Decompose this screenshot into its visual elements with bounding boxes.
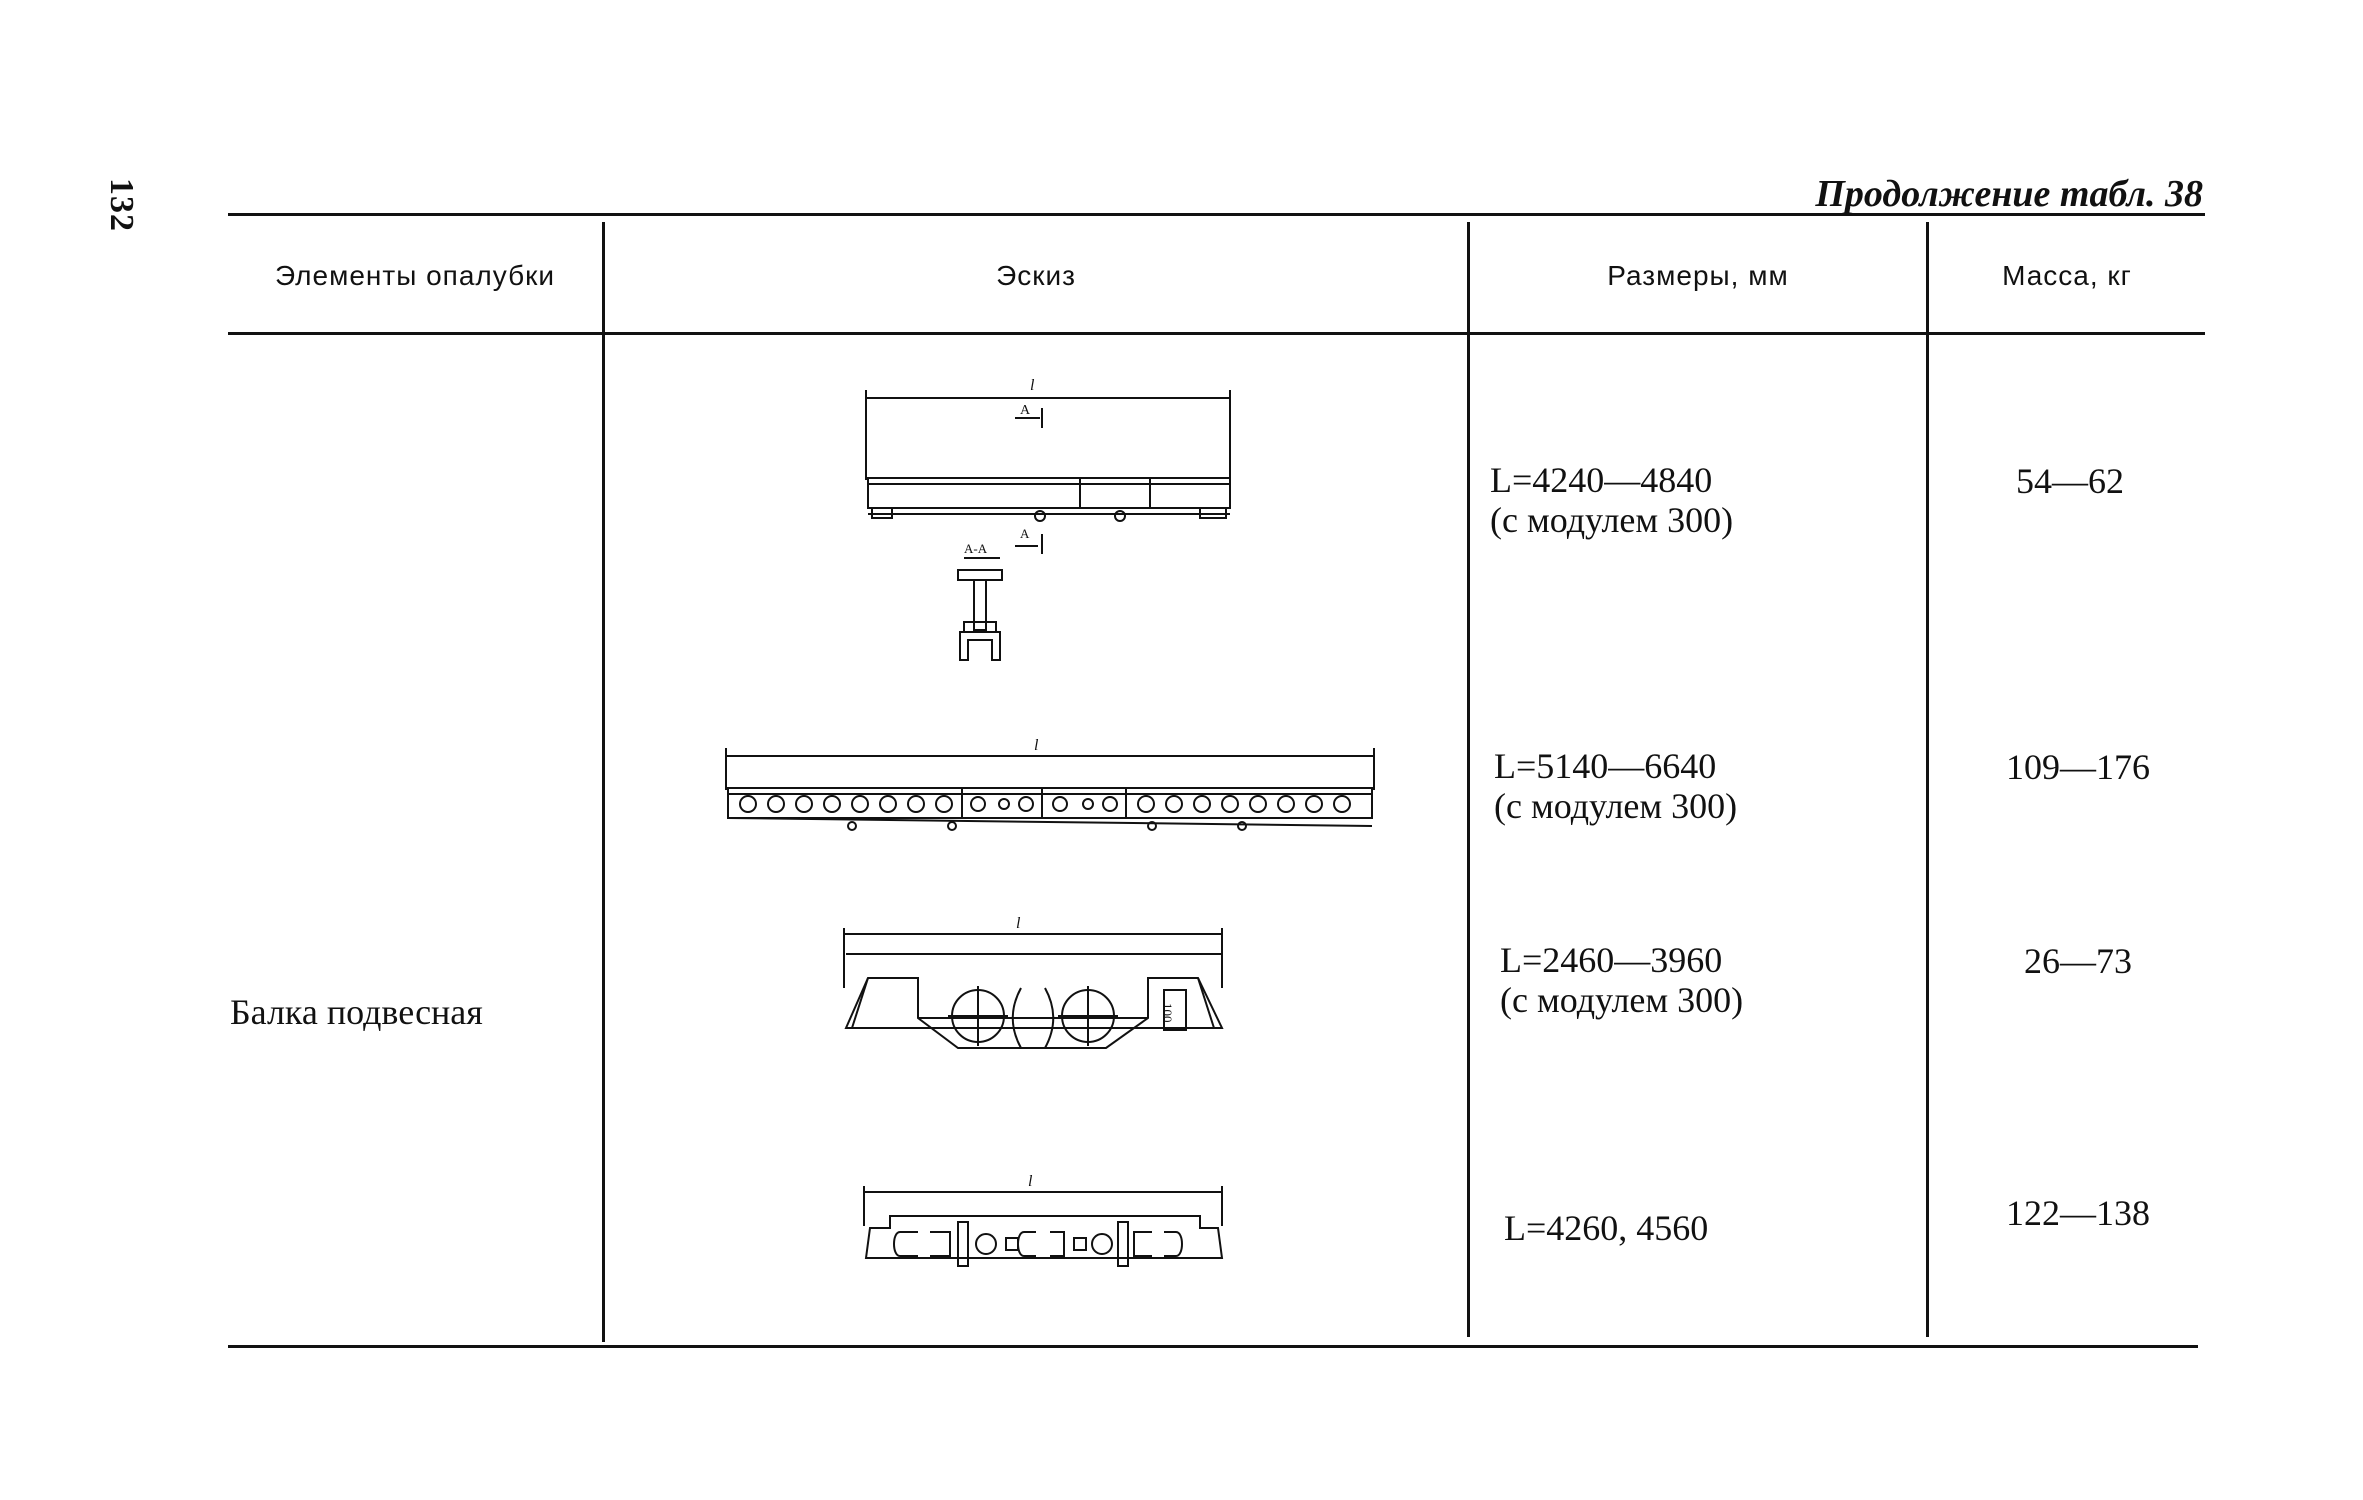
- sketch-beam-1: l A A-A A: [865, 377, 1231, 661]
- row1-size-line1: L=4240—4840: [1490, 460, 1713, 500]
- table-top-rule: [228, 213, 2205, 216]
- col-divider-3: [1926, 222, 1929, 1337]
- row2-size-line1: L=5140—6640: [1494, 746, 1717, 786]
- column-header-sketch: Эскиз: [996, 260, 1076, 291]
- row3-size-line1: L=2460—3960: [1500, 940, 1723, 980]
- row4-mass: 122—138: [2006, 1193, 2150, 1233]
- sketch-beam-3: l 100: [843, 915, 1224, 1049]
- sketch1-label-a-bottom: A: [1020, 526, 1030, 541]
- row2-mass: 109—176: [2006, 747, 2150, 787]
- row1-mass: 54—62: [2016, 461, 2124, 501]
- column-header-elements: Элементы опалубки: [274, 260, 555, 291]
- col-divider-1: [602, 222, 605, 1342]
- column-header-mass: Масса, кг: [2002, 260, 2132, 291]
- sketch2-label-l: l: [1034, 737, 1039, 754]
- sketch1-label-section: A-A: [964, 541, 988, 556]
- header-bottom-rule: [228, 332, 2205, 335]
- element-name: Балка подвесная: [230, 992, 483, 1032]
- sketch4-label-l: l: [1028, 1173, 1033, 1190]
- row3-size: L=2460—3960 (с модулем 300): [1500, 940, 1743, 1020]
- sketch-beam-2: l: [725, 737, 1375, 831]
- row4-size-line1: L=4260, 4560: [1504, 1208, 1709, 1248]
- row2-size-line2: (с модулем 300): [1494, 786, 1738, 826]
- row1-size-line2: (с модулем 300): [1490, 500, 1734, 540]
- table-caption: Продолжение табл. 38: [1815, 173, 2203, 215]
- table-bottom-rule: [228, 1345, 2198, 1348]
- row4-size: L=4260, 4560: [1504, 1208, 1708, 1248]
- sketch-beam-4: l: [863, 1173, 1224, 1267]
- sketch1-label-l: l: [1030, 377, 1035, 394]
- column-header-dimensions: Размеры, мм: [1607, 260, 1789, 291]
- col-divider-2: [1467, 222, 1470, 1337]
- row3-size-line2: (с модулем 300): [1500, 980, 1744, 1020]
- row1-size: L=4240—4840 (с модулем 300): [1490, 460, 1733, 540]
- sketch3-label-side: 100: [1160, 1003, 1175, 1023]
- sketch3-label-l: l: [1016, 915, 1021, 932]
- row2-size: L=5140—6640 (с модулем 300): [1494, 746, 1737, 826]
- page-number: 132: [103, 178, 140, 232]
- sketch1-label-a-top: A: [1020, 403, 1031, 418]
- row3-mass: 26—73: [2024, 941, 2132, 981]
